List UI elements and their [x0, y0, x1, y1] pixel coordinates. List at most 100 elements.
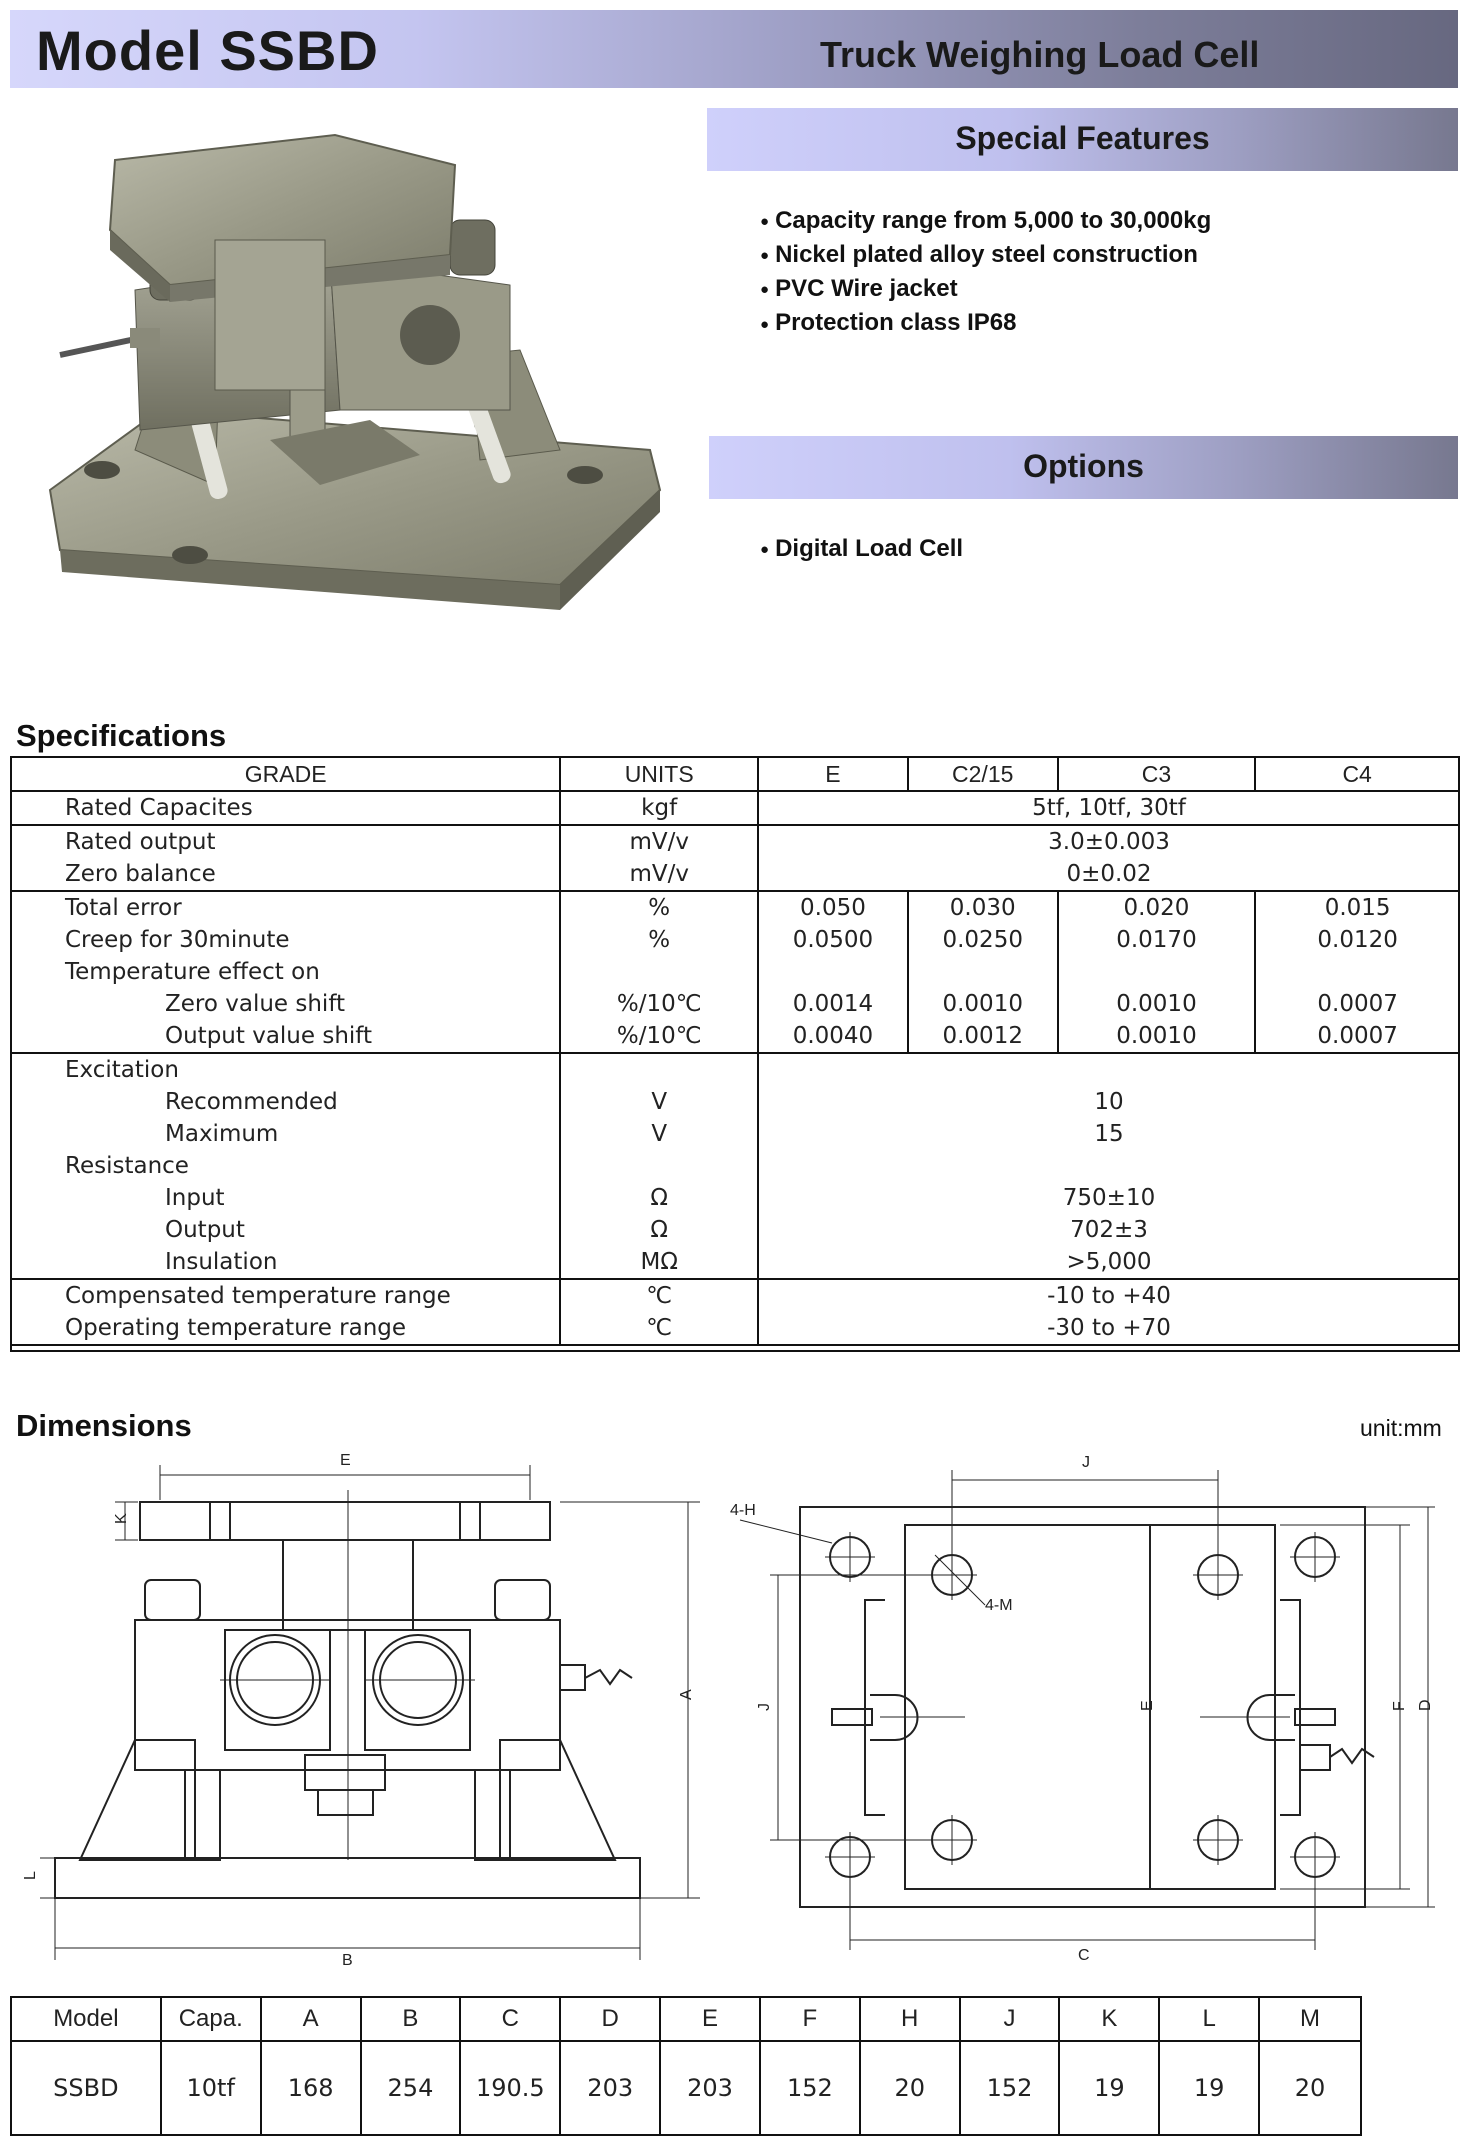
spec-value: 0.0040: [757, 1020, 908, 1053]
dim-value: SSBD: [10, 2040, 162, 2136]
dim-header: L: [1158, 1996, 1261, 2042]
spec-label: Rated Capacites: [11, 790, 561, 825]
options-bar: Options: [709, 436, 1458, 499]
dim-label-d: D: [1417, 1699, 1434, 1711]
spec-row: Compensated temperature range ℃ -10 to +…: [11, 1278, 1459, 1312]
spec-header-row: GRADE UNITS E C2/15 C3 C4: [9, 756, 1460, 792]
options-list: Digital Load Cell: [760, 532, 963, 566]
dim-value: 20: [858, 2040, 961, 2136]
spec-label: Maximum: [165, 1121, 279, 1147]
spec-value: 0.0010: [1056, 988, 1256, 1020]
spec-row: Output value shift %/10℃ 0.0040 0.0012 0…: [11, 1020, 1459, 1053]
special-features-title: Special Features: [955, 120, 1210, 156]
spec-value: 15: [757, 1118, 1459, 1150]
spec-unit: Ω: [559, 1214, 759, 1246]
spec-value: -10 to +40: [757, 1278, 1459, 1312]
header-c2-15: C2/15: [906, 756, 1059, 792]
dim-label-j-side: J: [756, 1703, 773, 1711]
options-title: Options: [1023, 448, 1144, 484]
dim-header: K: [1058, 1996, 1161, 2042]
spec-value: 702±3: [757, 1214, 1459, 1246]
dim-label-f: F: [1391, 1701, 1408, 1711]
spec-label: Excitation: [11, 1052, 561, 1086]
spec-unit: kgf: [559, 790, 759, 825]
dim-value-row: SSBD 10tf 168 254 190.5 203 203 152 20 1…: [10, 2040, 1362, 2136]
spec-unit: %: [559, 924, 759, 956]
feature-item: PVC Wire jacket: [760, 272, 1211, 306]
spec-row: Rated output mV/v 3.0±0.003: [11, 824, 1459, 858]
dim-label-e: E: [340, 1452, 351, 1469]
spec-label: Creep for 30minute: [65, 927, 290, 953]
header-units: UNITS: [559, 756, 760, 792]
spec-value: 0±0.02: [757, 858, 1459, 891]
dim-label-a: A: [678, 1689, 695, 1700]
model-title: Model SSBD: [36, 19, 379, 82]
spec-value: 0.0012: [906, 1020, 1058, 1053]
spec-row: Creep for 30minute % 0.0500 0.0250 0.017…: [11, 924, 1459, 956]
dim-value: 254: [359, 2040, 462, 2136]
spec-value: 0.0014: [757, 988, 908, 1020]
spec-value: 0.0010: [906, 988, 1058, 1020]
dim-label-k: K: [113, 1513, 130, 1524]
spec-row: Input Ω 750±10: [11, 1182, 1459, 1214]
dim-label-b: B: [342, 1952, 353, 1969]
spec-label: Rated output: [11, 824, 561, 858]
product-subtitle: Truck Weighing Load Cell: [820, 34, 1260, 75]
spec-value: -30 to +70: [757, 1312, 1459, 1345]
dim-header: D: [559, 1996, 662, 2042]
spec-unit: %/10℃: [559, 988, 759, 1020]
specifications-table: GRADE UNITS E C2/15 C3 C4 Rated Capacite…: [9, 756, 1460, 1346]
spec-unit: ℃: [559, 1278, 759, 1312]
top-view-drawing: J 4-H 4-M J E F D: [730, 1454, 1435, 1964]
header-e: E: [757, 756, 909, 792]
spec-unit: V: [559, 1086, 759, 1118]
spec-label: Output: [165, 1217, 245, 1243]
title-banner: Model SSBD Truck Weighing Load Cell: [10, 10, 1458, 88]
spec-row: Insulation MΩ >5,000: [11, 1246, 1459, 1279]
dim-value: 152: [958, 2040, 1061, 2136]
spec-label: Input: [165, 1185, 225, 1211]
spec-label: Recommended: [165, 1089, 338, 1115]
dim-header: M: [1258, 1996, 1362, 2042]
spec-unit: %: [559, 890, 759, 924]
dim-value: 10tf: [159, 2040, 262, 2136]
spec-row: Temperature effect on: [11, 956, 1459, 988]
spec-row: Output Ω 702±3: [11, 1214, 1459, 1246]
features-list: Capacity range from 5,000 to 30,000kg Ni…: [760, 204, 1211, 341]
dim-header: Capa.: [159, 1996, 262, 2042]
dim-value: 190.5: [459, 2040, 562, 2136]
feature-item: Protection class IP68: [760, 306, 1211, 340]
spec-row: Total error % 0.050 0.030 0.020 0.015: [11, 890, 1459, 924]
dim-header: E: [659, 1996, 761, 2042]
spec-row: Zero balance mV/v 0±0.02: [11, 858, 1459, 891]
dim-value: 203: [659, 2040, 761, 2136]
dim-value: 152: [758, 2040, 861, 2136]
spec-label: Operating temperature range: [65, 1315, 407, 1341]
dim-header: J: [958, 1996, 1061, 2042]
feature-item: Nickel plated alloy steel construction: [760, 238, 1211, 272]
spec-unit: Ω: [559, 1182, 759, 1214]
option-item: Digital Load Cell: [760, 532, 963, 566]
spec-row: Recommended V 10: [11, 1086, 1459, 1118]
spec-value: 0.0010: [1056, 1020, 1256, 1053]
spec-row: Rated Capacites kgf 5tf, 10tf, 30tf: [11, 790, 1459, 825]
spec-unit: ℃: [559, 1312, 759, 1345]
dimensions-heading: Dimensions: [16, 1408, 192, 1443]
unit-label: unit:mm: [1360, 1415, 1442, 1441]
spec-value: 0.0120: [1254, 924, 1459, 956]
dim-value: 168: [259, 2040, 362, 2136]
header-c4: C4: [1254, 756, 1460, 792]
dim-label-j-top: J: [1082, 1454, 1090, 1471]
header-grade: GRADE: [9, 756, 562, 792]
spec-unit: mV/v: [559, 824, 759, 858]
spec-value: 0.030: [906, 890, 1058, 924]
spec-value: 0.020: [1056, 890, 1256, 924]
dim-value: 20: [1258, 2040, 1362, 2136]
dim-header: A: [259, 1996, 362, 2042]
dim-value: 203: [559, 2040, 662, 2136]
dim-label-l: L: [22, 1871, 39, 1880]
spec-label: Zero balance: [65, 861, 216, 887]
spec-value: 0.0250: [906, 924, 1058, 956]
spec-unit: mV/v: [559, 858, 759, 891]
spec-label: Temperature effect on: [65, 959, 320, 985]
